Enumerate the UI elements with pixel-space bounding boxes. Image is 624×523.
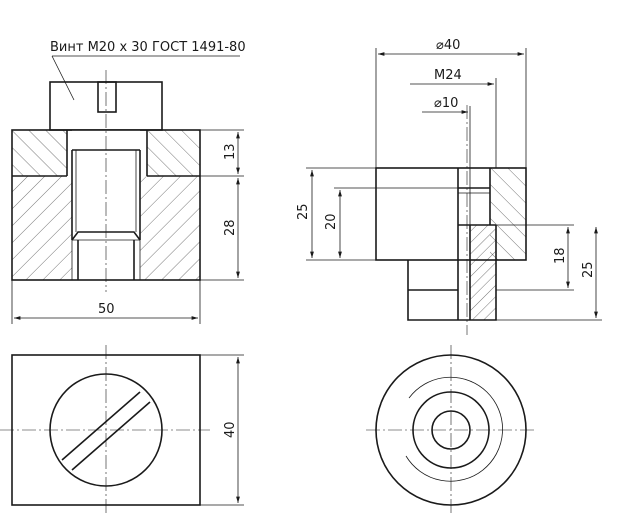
dim-front-width-text: 50	[98, 302, 115, 317]
dim-left-total: 25	[296, 167, 376, 261]
dim-inner-diameter-text: ⌀10	[434, 96, 458, 111]
dim-right-total-text: 25	[581, 261, 596, 278]
dim-outer-diameter: ⌀40	[375, 38, 527, 168]
dim-left-inner-text: 20	[324, 213, 339, 230]
dim-left-inner: 20	[324, 187, 376, 258]
dim-front-bottom: 28	[200, 178, 244, 281]
dim-left-total-text: 25	[296, 203, 311, 220]
dim-inner-diameter: ⌀10	[422, 96, 471, 225]
top-view	[0, 345, 210, 515]
side-hatch-lower	[470, 225, 496, 320]
screw-slot	[97, 81, 117, 113]
dim-front-width: 50	[11, 280, 201, 324]
dim-thread-text: М24	[434, 68, 462, 83]
dim-front-bottom-text: 28	[223, 219, 238, 236]
front-view-section	[11, 55, 240, 292]
lower-left-hatch	[12, 176, 72, 280]
side-view	[375, 105, 527, 335]
dim-top-depth: 40	[200, 354, 244, 506]
dim-right-inner-text: 18	[553, 247, 568, 264]
side-body	[375, 167, 527, 261]
dim-front-top: 13	[200, 129, 244, 177]
dim-right-inner: 18	[496, 224, 574, 291]
lower-right-hatch	[140, 176, 200, 280]
dim-outer-diameter-text: ⌀40	[436, 38, 460, 53]
dim-top-depth-text: 40	[223, 421, 238, 438]
end-view	[366, 345, 536, 515]
upper-left-hatch	[12, 130, 67, 176]
screw-annotation: Винт М20 х 30 ГОСТ 1491-80	[50, 40, 246, 55]
dim-front-top-text: 13	[223, 143, 238, 160]
dim-right-total: 25	[496, 227, 602, 321]
thread-arc	[405, 376, 503, 482]
dim-thread: М24	[410, 68, 497, 168]
upper-right-hatch	[147, 130, 200, 176]
